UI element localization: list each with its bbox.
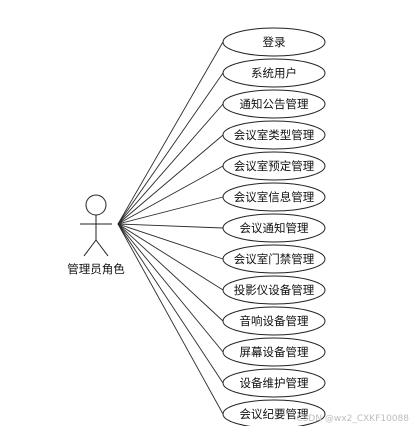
association-line — [117, 72, 224, 225]
use-case-label: 会议室门禁管理 — [234, 252, 315, 266]
association-line — [117, 223, 224, 291]
actor-label: 管理员角色 — [67, 262, 125, 276]
association-line — [117, 196, 224, 225]
actor-admin: 管理员角色 — [67, 194, 125, 276]
use-case-label: 系统用户 — [251, 66, 297, 80]
use-case: 会议室预定管理 — [222, 151, 326, 181]
association-line — [117, 134, 224, 225]
use-case-ellipse — [222, 337, 326, 367]
use-case-ellipse — [222, 399, 326, 426]
use-case-label: 会议室信息管理 — [234, 190, 315, 204]
actor-right-leg — [95, 239, 109, 257]
use-case: 音响设备管理 — [222, 306, 326, 336]
use-case-ellipse — [222, 306, 326, 336]
association-lines — [117, 41, 224, 415]
use-case-label: 会议室预定管理 — [234, 159, 315, 173]
actor-head — [85, 194, 107, 216]
use-case-ellipse — [222, 182, 326, 212]
use-case-label: 音响设备管理 — [240, 314, 309, 328]
use-case: 屏幕设备管理 — [222, 337, 326, 367]
use-case-ellipse — [222, 120, 326, 150]
use-case-ellipse — [222, 244, 326, 274]
use-case: 会议通知管理 — [222, 213, 326, 243]
association-line — [117, 103, 224, 225]
use-case-ellipse — [222, 368, 326, 398]
use-case-ellipse — [222, 275, 326, 305]
use-case: 会议室门禁管理 — [222, 244, 326, 274]
use-case-ellipse — [222, 151, 326, 181]
association-line — [117, 223, 224, 229]
use-case-list: 登录系统用户通知公告管理会议室类型管理会议室预定管理会议室信息管理会议通知管理会… — [222, 27, 326, 426]
use-case: 登录 — [222, 27, 326, 57]
association-line — [117, 223, 224, 384]
use-case: 会议室类型管理 — [222, 120, 326, 150]
use-case-label: 通知公告管理 — [240, 97, 309, 111]
watermark: CSDN @wx2_CXKF10088 — [296, 414, 409, 424]
association-line — [117, 223, 224, 322]
use-case-label: 屏幕设备管理 — [240, 345, 309, 359]
use-case-label: 登录 — [263, 35, 286, 49]
use-case-label: 会议纪要管理 — [240, 407, 309, 421]
association-line — [117, 223, 224, 260]
use-case-label: 投影仪设备管理 — [234, 283, 315, 297]
use-case-ellipse — [222, 27, 326, 57]
use-case-ellipse — [222, 89, 326, 119]
use-case-ellipse — [222, 58, 326, 88]
actor-left-leg — [83, 239, 97, 257]
use-case: 设备维护管理 — [222, 368, 326, 398]
use-case: 会议纪要管理 — [222, 399, 326, 426]
use-case: 投影仪设备管理 — [222, 275, 326, 305]
use-case: 系统用户 — [222, 58, 326, 88]
association-line — [117, 223, 224, 415]
use-case-ellipse — [222, 213, 326, 243]
use-case: 会议室信息管理 — [222, 182, 326, 212]
use-case-label: 会议室类型管理 — [234, 128, 315, 142]
use-case: 通知公告管理 — [222, 89, 326, 119]
association-line — [117, 223, 224, 353]
association-line — [117, 41, 224, 225]
association-line — [117, 165, 224, 225]
use-case-label: 会议通知管理 — [240, 221, 309, 235]
use-case-label: 设备维护管理 — [240, 376, 309, 390]
